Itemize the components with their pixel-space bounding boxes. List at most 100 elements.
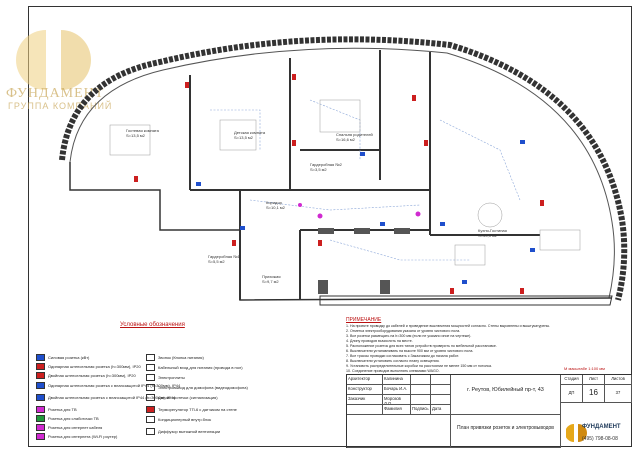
room-area: S=33,5 м2: [478, 233, 497, 238]
legend-item: Кондиционерный внутр.блок: [146, 416, 211, 423]
structural-columns: [318, 228, 410, 294]
legend-item: Звонок (Кнопка питания): [146, 354, 204, 361]
interior-walls: [189, 50, 540, 300]
room-name: Гардеробная №2: [310, 162, 342, 167]
room-area: S=13,5 м2: [126, 133, 145, 138]
doorbell-icon: [146, 354, 155, 361]
drawing-title: План привязки розеток и электровыводов: [451, 415, 561, 448]
note-item: 7. Все трассы проводки согласовать с Зак…: [346, 354, 459, 358]
company-phone: (495) 798-08-08: [582, 436, 618, 442]
note-item: 10. Соединение проводов выполнять клемма…: [346, 369, 440, 373]
tb-blank: [347, 415, 451, 448]
room-name: Гостевая комната: [126, 128, 159, 133]
legend-item: Электроплиты: [146, 374, 185, 381]
legend-label: Розетка для ТВ: [48, 407, 77, 412]
company-name: ФУНДАМЕНТ: [582, 424, 621, 430]
company-logo-icon: [16, 28, 91, 92]
tb-date: [431, 395, 451, 405]
inner-wall-arc: [69, 47, 615, 299]
legend-item: Кабельный вход для питания (провода в по…: [146, 364, 243, 371]
tb-name: Морозов Д.О.: [383, 395, 411, 405]
legend-label: Электроплиты: [158, 375, 185, 380]
room-name: Кухня-Гостиная: [478, 228, 507, 233]
furniture-outlines: [109, 99, 581, 266]
title-block: Архитектор Калинина Конструктор Бочарь И…: [346, 374, 632, 448]
room-name: Спальня родителей: [336, 132, 373, 137]
notes-title: ПРИМЕЧАНИЕ: [346, 317, 382, 323]
legend-item: Розетка для интернет кабеля: [36, 424, 102, 431]
air-conditioner-icon: [146, 416, 155, 423]
stove-icon: [146, 374, 155, 381]
sheet-value: 16: [583, 385, 605, 403]
tb-header: [347, 405, 383, 415]
tb-signature: [411, 375, 431, 385]
legend-label: Одинарная штепсельная розетка с влагозащ…: [48, 383, 181, 388]
room-area: S=13,5 м2: [234, 135, 253, 140]
waterproof-outlet-icon: [36, 382, 45, 389]
waterproof-double-outlet-icon: [36, 394, 45, 401]
scale-label: М масштабе 1:100 мм: [564, 366, 605, 371]
ventilation-diffuser-icon: [146, 428, 155, 435]
room-area: S=10,1 м2: [266, 205, 285, 210]
note-item: 8. Выключатели установить согласно плану…: [346, 359, 440, 363]
tb-header: Дата: [431, 405, 451, 415]
room-area: S=3,5 м2: [310, 167, 327, 172]
drawing-frame: [28, 6, 632, 447]
legend-label: Диффузор вытяжной вентиляции: [158, 429, 221, 434]
outer-wall-arc: [59, 36, 628, 301]
note-item: 3. Все розетки размещать на h=300 мм (ес…: [346, 334, 472, 338]
note-item: 4. Длину проводов вычислить на месте.: [346, 339, 413, 343]
tb-signature: [411, 395, 431, 405]
legend-label: Одинарная штепсельная розетка (h=300мм),…: [48, 364, 141, 369]
legend-item: Двойная штепсельная розетка (h=300мм), I…: [36, 372, 136, 379]
legend-item: Диффузор вытяжной вентиляции: [146, 428, 220, 435]
room-area: S=16,6 м2: [336, 137, 355, 142]
low-current-tv-icon: [36, 415, 45, 422]
tb-date: [431, 375, 451, 385]
note-item: 1. На проекте проводку до кабелей и пров…: [346, 324, 551, 328]
leak-sensor-icon: [146, 394, 155, 401]
single-outlet-icon: [36, 363, 45, 370]
legend-label: Розетка для слаботочки ТВ: [48, 416, 99, 421]
sheet-label: Лист: [583, 375, 605, 385]
tb-role: Архитектор: [347, 375, 383, 385]
room-name: Гардеробная №1: [208, 254, 240, 259]
legend-label: Двойная штепсельная розетка с влагозащит…: [48, 395, 176, 400]
note-item: 6. Выключатели устанавливать на высоте 9…: [346, 349, 474, 353]
tv-outlet-icon: [36, 406, 45, 413]
tb-role: Конструктор: [347, 385, 383, 395]
legend-label: Терморегулятор ТП-6 с датчиком на стене: [158, 407, 237, 412]
legend-item: Датчик протечки (сигнализация): [146, 394, 218, 401]
legend-item: Силовая розетка (кВт): [36, 354, 89, 361]
room-name: Прихожая: [262, 274, 281, 279]
device-markers-magenta: [298, 203, 421, 219]
legend-label: Силовая розетка (кВт): [48, 355, 90, 360]
legend-item: Розетка для ТВ: [36, 406, 77, 413]
project-address: г. Реутов, Юбилейный пр-т, 43: [451, 375, 561, 415]
balcony-strip: [319, 295, 613, 306]
wifi-router-icon: [36, 433, 45, 440]
legend-label: Электровывод для домофона (видеодомофона…: [158, 385, 248, 390]
tb-date: [431, 385, 451, 395]
room-name: Детская комната: [234, 130, 266, 135]
internet-outlet-icon: [36, 424, 45, 431]
tb-signature: [411, 385, 431, 395]
legend-item: Розетка для слаботочки ТВ: [36, 415, 99, 422]
logo-subtitle: ГРУППА КОМПАНИЙ: [8, 101, 113, 111]
legend-item: Терморегулятор ТП-6 с датчиком на стене: [146, 406, 237, 413]
notes-block: ПРИМЕЧАНИЕ 1. На проекте проводку до каб…: [346, 318, 616, 374]
tb-name: Бочарь И.А.: [383, 385, 411, 395]
legend-label: Звонок (Кнопка питания): [158, 355, 204, 360]
double-outlet-icon: [36, 372, 45, 379]
legend-item: Одинарная штепсельная розетка (h=300мм),…: [36, 363, 141, 370]
legend-item: Розетка для интернета (Wi-Fi роутер): [36, 433, 117, 440]
legend-label: Кондиционерный внутр.блок: [158, 417, 212, 422]
